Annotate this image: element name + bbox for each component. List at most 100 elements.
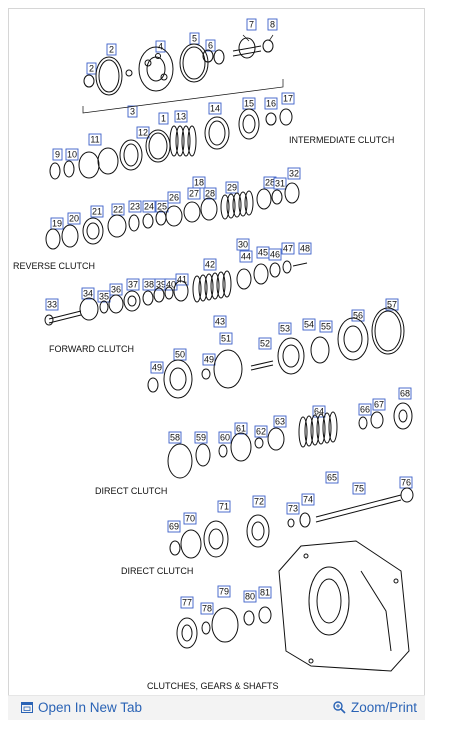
part-callout-73: 73 [286, 502, 300, 515]
part-callout-20: 20 [67, 212, 81, 225]
part-number-text: 12 [138, 128, 148, 138]
part-number-text: 52 [260, 339, 270, 349]
part-callout-box [273, 177, 287, 190]
part-callout-48: 48 [298, 242, 312, 255]
part-callout-box [175, 273, 189, 286]
part-callout-box [218, 431, 232, 444]
part-number-text: 3 [130, 107, 135, 117]
part-callout-box [319, 320, 333, 333]
part-callout-10: 10 [65, 148, 79, 161]
part-number-text: 28 [205, 189, 215, 199]
part-callout-box [301, 493, 315, 506]
part-number-text: 60 [220, 433, 230, 443]
part-callout-49: 49 [150, 361, 164, 374]
part-callout-21: 21 [90, 205, 104, 218]
part-callout-54: 54 [302, 318, 316, 331]
part-callout-box [258, 337, 272, 350]
part-number-text: 80 [245, 592, 255, 602]
part-callout-box [126, 278, 140, 291]
part-number-text: 58 [170, 433, 180, 443]
part-number-text: 4 [158, 42, 163, 52]
part-number-text: 47 [283, 244, 293, 254]
part-callout-box [243, 590, 257, 603]
part-callout-box [246, 18, 257, 31]
part-callout-68: 68 [398, 387, 412, 400]
part-callout-box [281, 242, 295, 255]
part-number-text: 9 [55, 150, 60, 160]
part-callout-box [208, 102, 222, 115]
part-callout-25: 25 [155, 200, 169, 213]
forward-clutch-assembly-row [147, 307, 405, 399]
part-callout-box [273, 415, 287, 428]
part-callout-box [219, 332, 233, 345]
part-callout-81: 81 [258, 586, 272, 599]
part-callout-72: 72 [252, 495, 266, 508]
part-callout-53: 53 [278, 322, 292, 335]
part-callout-63: 63 [273, 415, 287, 428]
part-number-text: 49 [204, 355, 214, 365]
part-callout-47: 47 [281, 242, 295, 255]
external-window-icon [21, 702, 33, 713]
part-callout-box [351, 309, 365, 322]
magnifier-icon [333, 701, 346, 714]
part-callout-13: 13 [174, 110, 188, 123]
part-number-text: 10 [67, 150, 77, 160]
part-number-text: 41 [177, 275, 187, 285]
part-callout-box [67, 212, 81, 225]
part-callout-27: 27 [187, 187, 201, 200]
part-callout-19: 19 [50, 217, 64, 230]
forward-clutch-row [44, 260, 308, 326]
part-callout-box [217, 585, 231, 598]
part-callout-9: 9 [52, 148, 63, 161]
part-callout-box [90, 205, 104, 218]
part-number-text: 23 [130, 202, 140, 212]
reverse-clutch-row [45, 182, 300, 250]
part-number-text: 26 [169, 193, 179, 203]
part-callout-49: 49 [202, 353, 216, 366]
caption-forward-clutch: FORWARD CLUTCH [49, 344, 134, 354]
part-callout-box [286, 502, 300, 515]
part-number-text: 70 [185, 514, 195, 524]
part-number-text: 69 [169, 522, 179, 532]
zoom-print-link[interactable]: Zoom/Print [333, 700, 417, 715]
caption-clutches-gears-shafts: CLUTCHES, GEARS & SHAFTS [147, 681, 279, 691]
part-callout-22: 22 [111, 203, 125, 216]
part-callout-box [239, 250, 253, 263]
part-number-text: 56 [353, 311, 363, 321]
part-callout-box [81, 287, 95, 300]
part-number-text: 53 [280, 324, 290, 334]
part-number-text: 59 [196, 433, 206, 443]
part-callout-70: 70 [183, 512, 197, 525]
caption-direct-clutch-1: DIRECT CLUTCH [95, 486, 167, 496]
part-callout-41: 41 [175, 273, 189, 286]
part-number-text: 21 [92, 207, 102, 217]
part-number-text: 48 [300, 244, 310, 254]
part-callout-box [155, 200, 169, 213]
part-callout-16: 16 [264, 97, 278, 110]
part-callout-31: 31 [273, 177, 287, 190]
part-number-text: 63 [275, 417, 285, 427]
open-new-tab-link[interactable]: Open In New Tab [21, 700, 142, 715]
part-number-text: 37 [128, 280, 138, 290]
part-callout-box [106, 43, 117, 56]
part-number-text: 68 [400, 389, 410, 399]
part-number-text: 75 [354, 484, 364, 494]
part-callout-box [267, 18, 278, 31]
part-number-text: 39 [156, 280, 166, 290]
part-callout-24: 24 [142, 200, 156, 213]
part-callout-box [352, 482, 366, 495]
part-callout-1: 1 [158, 112, 169, 125]
part-callout-12: 12 [136, 126, 150, 139]
part-callout-box [136, 126, 150, 139]
part-callout-box [150, 361, 164, 374]
part-number-text: 49 [152, 363, 162, 373]
part-number-text: 16 [266, 99, 276, 109]
part-callout-11: 11 [88, 133, 102, 146]
part-callout-box [234, 422, 248, 435]
part-callout-box [287, 167, 301, 180]
part-number-text: 11 [90, 135, 99, 145]
part-callout-36: 36 [109, 283, 123, 296]
part-callout-box [65, 148, 79, 161]
part-number-text: 46 [270, 250, 280, 260]
part-number-text: 24 [144, 202, 154, 212]
